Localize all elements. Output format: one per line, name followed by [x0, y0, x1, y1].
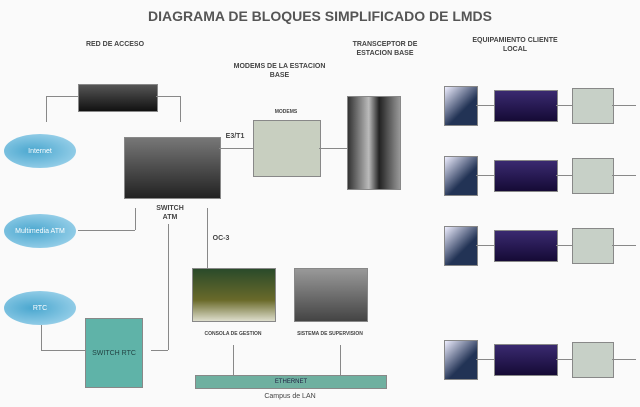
modems-sub-label: MODEMS: [274, 109, 298, 115]
management-console: [192, 268, 276, 322]
lan-label: Campus de LAN: [264, 393, 316, 400]
customer-terminal: [572, 88, 614, 124]
management-label: CONSOLA DE GESTION: [204, 331, 262, 337]
customer-modem: [494, 230, 558, 262]
customer-antenna: [444, 86, 478, 126]
customer-modem: [494, 344, 558, 376]
ethernet-bus: ETHERNET: [195, 375, 387, 389]
customer-antenna: [444, 226, 478, 266]
bs-transceiver-label: TRANSCEPTOR DE ESTACION BASE: [352, 41, 418, 57]
ethernet-label: ETHERNET: [274, 379, 308, 385]
access-router: [78, 84, 158, 112]
customer-modem: [494, 160, 558, 192]
customer-antenna: [444, 340, 478, 380]
cloud-multimedia-atm: Multimedia ATM: [4, 214, 76, 248]
base-station-transceiver: [347, 96, 401, 190]
customer-equipment-label: EQUIPAMIENTO CLIENTE LOCAL: [472, 37, 558, 53]
diagram-title: DIAGRAMA DE BLOQUES SIMPLIFICADO DE LMDS: [147, 8, 493, 24]
bs-modems-label: MODEMS DE LA ESTACION BASE: [233, 63, 326, 79]
rtc-switch-label: SWITCH RTC: [92, 349, 136, 357]
rtc-switch: SWITCH RTC: [85, 318, 143, 388]
customer-terminal: [572, 342, 614, 378]
link-a-label: E3/T1: [225, 133, 245, 140]
customer-antenna: [444, 156, 478, 196]
base-station-modems: [253, 120, 321, 177]
atm-switch-label: SWITCH ATM: [156, 205, 184, 221]
cloud-rtc: RTC: [4, 291, 76, 325]
customer-terminal: [572, 228, 614, 264]
customer-terminal: [572, 158, 614, 194]
supervision-label: SISTEMA DE SUPERVISION: [297, 331, 363, 337]
access-network-label: RED DE ACCESO: [85, 41, 145, 48]
customer-modem: [494, 90, 558, 122]
atm-switch: [124, 137, 221, 199]
link-b-label: OC-3: [212, 235, 230, 242]
cloud-internet: Internet: [4, 134, 76, 168]
supervision-system: [294, 268, 368, 322]
